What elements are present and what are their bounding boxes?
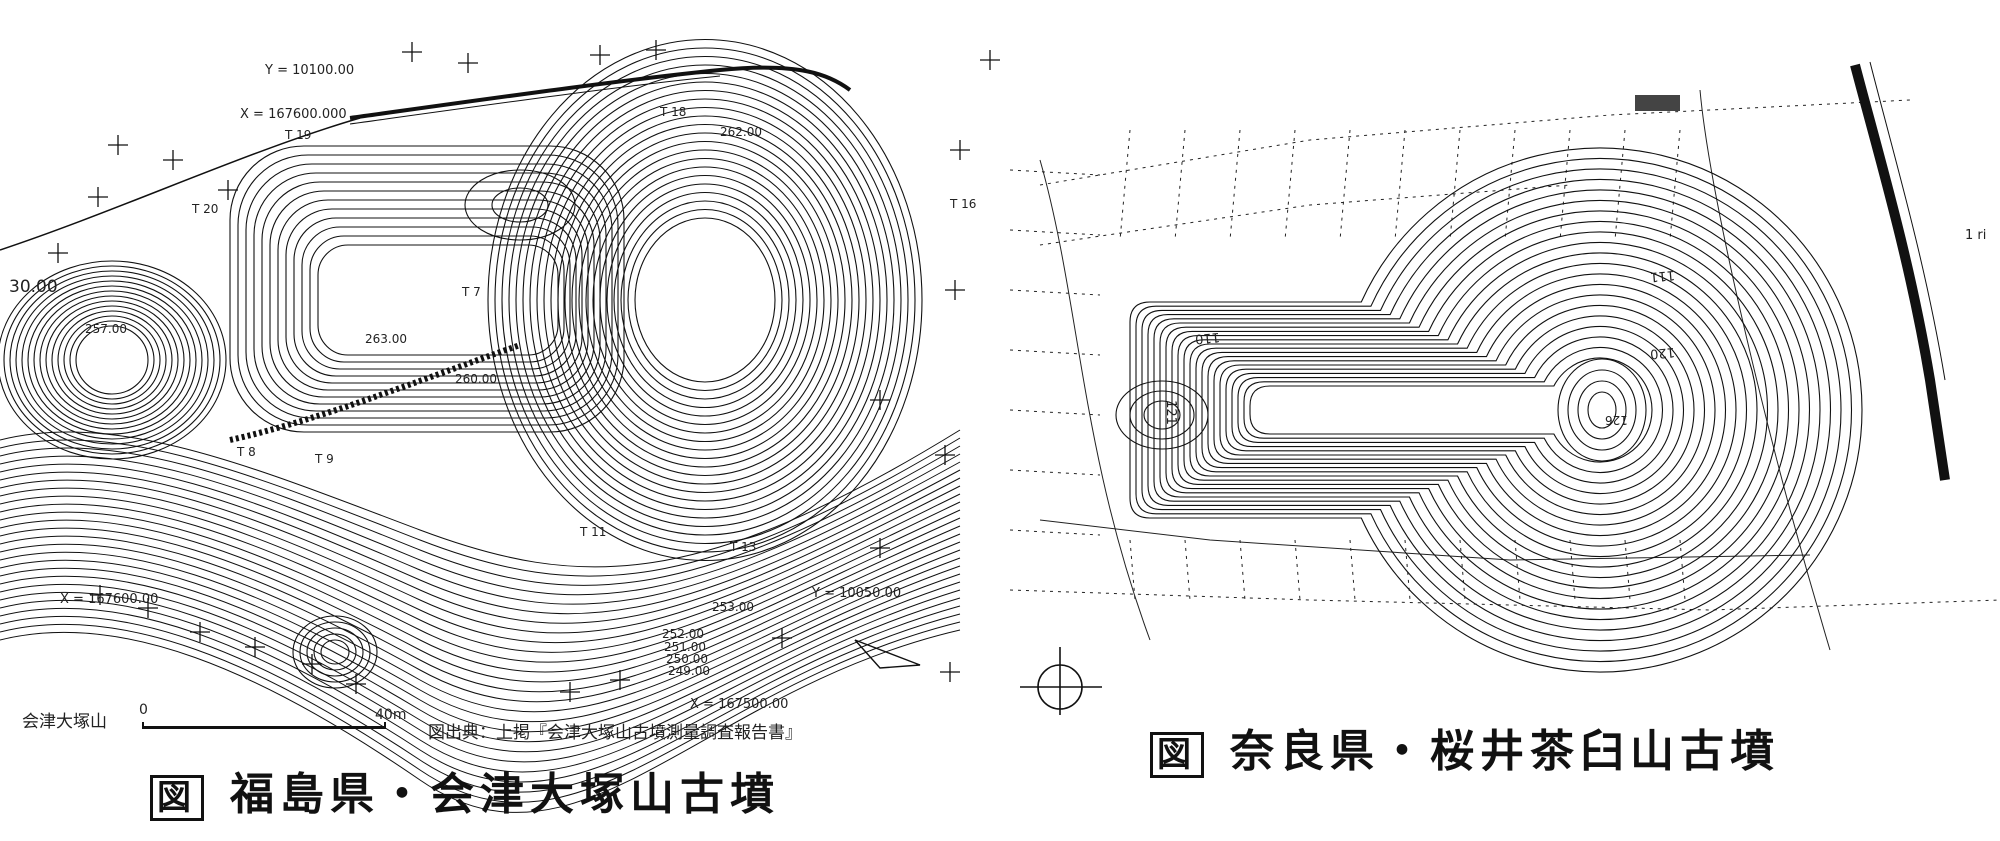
elevation-263: 263.00 bbox=[365, 332, 407, 346]
elevation-252: 252.00 bbox=[662, 627, 704, 641]
survey-point-t7: T 7 bbox=[462, 285, 481, 299]
right-caption-text: 奈良県・桜井茶臼山古墳 bbox=[1230, 726, 1780, 777]
left-figure-caption: 図福島県・会津大塚山古墳 bbox=[150, 758, 780, 822]
figure-mark-left: 図 bbox=[150, 775, 204, 821]
figure-mark-right: 図 bbox=[1150, 732, 1204, 778]
survey-point-t18: T 18 bbox=[660, 105, 687, 119]
coord-label-30: 30.00 bbox=[9, 277, 58, 297]
scale-zero-label: 0 bbox=[139, 702, 148, 718]
left-map-panel: 30.00 Y = 10100.00 X = 167600.000 X = 16… bbox=[0, 38, 1000, 822]
contour-label-120: 120 bbox=[1649, 343, 1676, 362]
left-caption-text: 福島県・会津大塚山古墳 bbox=[230, 769, 780, 820]
right-figure-caption: 図奈良県・桜井茶臼山古墳 bbox=[1150, 715, 1780, 779]
contour-label-126: 126 bbox=[1605, 413, 1628, 427]
coord-label-x167600-top: X = 167600.000 bbox=[240, 107, 347, 122]
map-mark-river: 1 ri bbox=[1965, 228, 1987, 243]
coord-label-x167600-bottom: X = 167600.00 bbox=[60, 592, 159, 607]
survey-point-t20: T 20 bbox=[192, 202, 219, 216]
survey-point-t16: T 16 bbox=[950, 197, 977, 211]
coord-label-y10050: Y = 10050.00 bbox=[812, 586, 902, 601]
contour-label-121: 121 bbox=[1162, 400, 1178, 425]
elevation-253: 253.00 bbox=[712, 600, 754, 614]
elevation-249: 249.00 bbox=[668, 664, 710, 678]
right-map-panel: 110 111 120 121 126 1 ri 図奈良県・桜井茶臼山古墳 bbox=[1010, 0, 2000, 841]
figure-source: 図出典：上掲『会津大塚山古墳測量調査報告書』 bbox=[428, 723, 802, 743]
coord-label-x167500: X = 167500.00 bbox=[690, 697, 789, 712]
scale-end-label: 40m bbox=[375, 707, 407, 723]
survey-point-t11: T 11 bbox=[580, 525, 607, 539]
survey-point-t19: T 19 bbox=[285, 128, 312, 142]
contour-label-110-west: 110 bbox=[1194, 328, 1221, 347]
scale-bar bbox=[142, 722, 386, 729]
survey-point-t8: T 8 bbox=[237, 445, 256, 459]
survey-point-t13: T 13 bbox=[730, 540, 757, 554]
elevation-260: 260.00 bbox=[455, 372, 497, 386]
elevation-250: 250.00 bbox=[666, 652, 708, 666]
elevation-251: 251.00 bbox=[664, 640, 706, 654]
elevation-262: 262.00 bbox=[720, 125, 762, 139]
site-label: 会津大塚山 bbox=[22, 712, 107, 732]
sakurai-chausuyama-contour-map bbox=[1010, 61, 2000, 715]
coord-label-y10100: Y = 10100.00 bbox=[265, 63, 355, 78]
elevation-257: 257.00 bbox=[85, 322, 127, 336]
contour-label-111: 111 bbox=[1649, 266, 1676, 285]
survey-point-t9: T 9 bbox=[315, 452, 334, 466]
aizu-otsukayama-contour-map bbox=[0, 38, 1000, 813]
